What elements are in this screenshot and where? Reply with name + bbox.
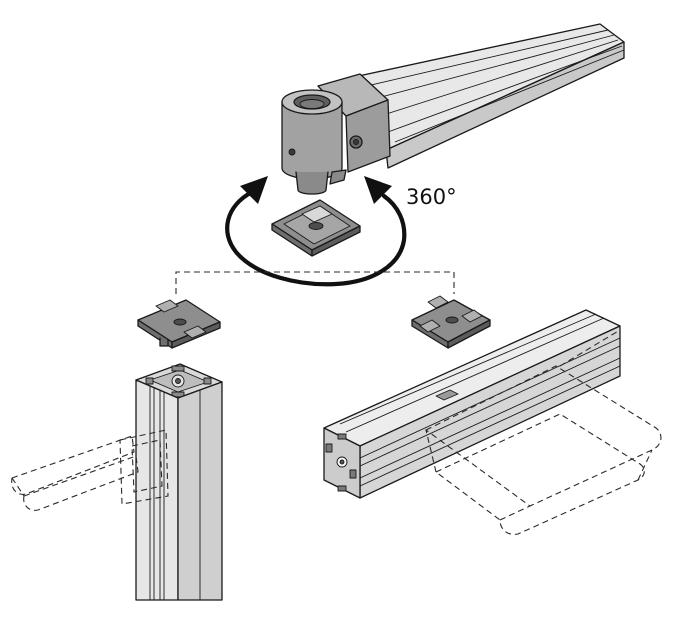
rotating-joint-head [281,73,391,195]
horizontal-profile-top [339,23,625,169]
square-adapter-plate [271,199,361,257]
dashed-panel-left [11,435,139,511]
branch-lines [175,271,455,294]
rotation-arrow [225,176,407,287]
vertical-profile-left [119,363,223,601]
connector-plate-right [411,295,491,349]
dashed-panel-right [424,329,662,535]
connector-plate-left [137,299,221,349]
horizontal-profile-right [323,309,621,499]
rotation-label: 360° [406,185,457,209]
